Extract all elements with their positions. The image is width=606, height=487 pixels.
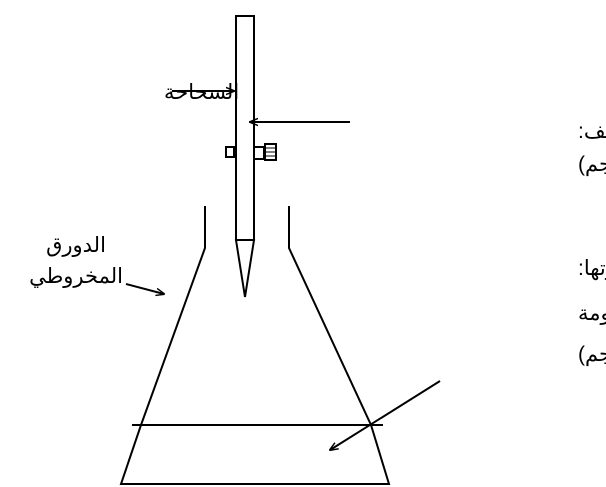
flask-label-line1: الدورق [46, 234, 106, 257]
conical-flask [119, 206, 391, 485]
flask-arrow [125, 283, 164, 294]
stopcock [225, 143, 277, 161]
analyte-arrow [330, 380, 441, 450]
analyte-line3: الحجم) [578, 343, 606, 367]
analyte-line2: (مجهولة التركيز ومعلومة [578, 302, 606, 325]
burette [225, 15, 277, 298]
flask-label-line2: المخروطي [29, 265, 123, 288]
titrant-note: (معلوم التركيز و الحجم) [578, 153, 606, 177]
burette-label: السحاحة [164, 81, 239, 104]
analyte-title: المادة المراد معايرتها: [578, 257, 606, 280]
titrant-title: الكاشف: [578, 120, 606, 143]
